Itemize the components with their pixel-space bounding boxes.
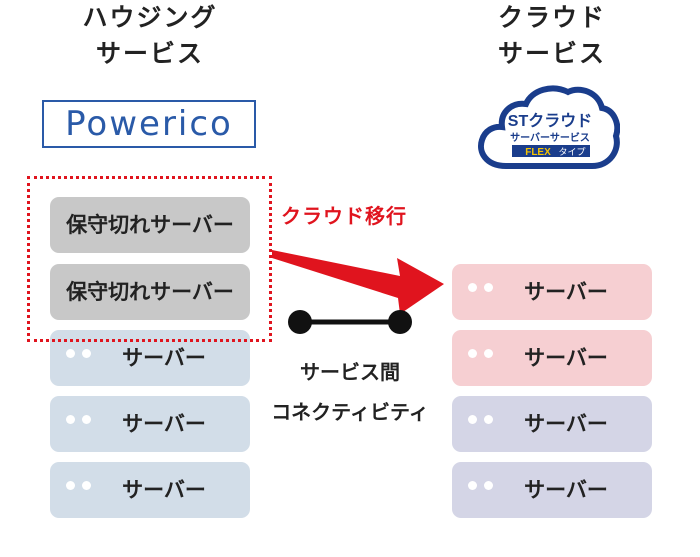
server-label: サーバー [524,478,608,502]
connectivity-node-right [388,310,412,334]
title-line: サービス [497,39,606,68]
status-dots [468,475,500,494]
left-server-1: 保守切れサーバー [50,197,250,253]
connectivity-line2: コネクティビティ [271,400,429,424]
server-label: サーバー [122,346,206,370]
flex-band [512,145,590,157]
connectivity-node-left [288,310,312,334]
status-dots [468,409,500,428]
right-server-3: サーバー [452,396,652,452]
migration-target-box [27,176,272,342]
cloud-migration-label: クラウド移行 [281,204,407,228]
server-label: サーバー [524,346,608,370]
server-label: サーバー [524,280,608,304]
title-line: ハウジング [82,3,218,32]
right-server-1: サーバー [452,264,652,320]
status-dots [468,343,500,362]
status-dots [468,277,500,296]
right-server-4: サーバー [452,462,652,518]
st-cloud-logo-line2: サーバーサービス [510,131,590,144]
st-cloud-logo-line1: STクラウド [508,112,592,130]
status-dots [66,475,98,494]
server-label: 保守切れサーバー [66,213,234,237]
st-cloud-logo-suffix: タイプ [558,147,585,157]
status-dots [66,343,98,362]
title-line: クラウド [497,3,606,32]
server-label: サーバー [122,478,206,502]
server-label: 保守切れサーバー [66,280,234,304]
right-server-2: サーバー [452,330,652,386]
migration-arrow [272,250,444,314]
connectivity-line1: サービス間 [300,360,400,384]
powerico-logo: Powerico [42,100,256,148]
server-label: サーバー [524,412,608,436]
cloud-service-title: クラウド サービス [452,0,652,72]
left-server-4: サーバー [50,396,250,452]
st-cloud-logo-flex: FLEX [525,147,551,158]
st-cloud-logo: STクラウド サーバーサービス FLEX タイプ [478,85,620,169]
left-server-5: サーバー [50,462,250,518]
housing-service-title: ハウジング サービス [50,0,250,72]
service-connectivity-label: サービス間 コネクティビティ [250,352,450,432]
server-label: サーバー [122,412,206,436]
title-line: サービス [95,39,204,68]
left-server-2: 保守切れサーバー [50,264,250,320]
powerico-logo-text: Powerico [65,104,233,144]
status-dots [66,409,98,428]
